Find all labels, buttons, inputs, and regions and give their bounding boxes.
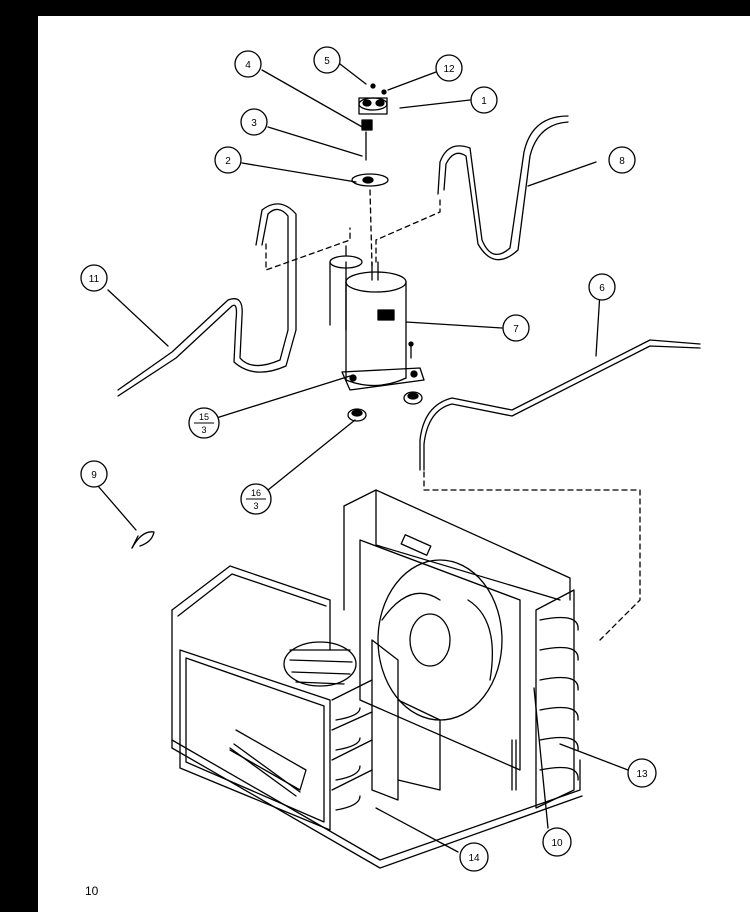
wire-tie xyxy=(131,531,155,549)
svg-text:8: 8 xyxy=(619,156,625,167)
page-number: 10 xyxy=(85,884,99,898)
svg-text:1: 1 xyxy=(481,96,487,107)
compressor-grommets xyxy=(347,391,423,422)
callout-1: 1 xyxy=(470,86,498,114)
svg-text:3: 3 xyxy=(253,501,258,511)
callout-11: 11 xyxy=(80,264,108,292)
svg-text:3: 3 xyxy=(251,118,257,129)
svg-text:6: 6 xyxy=(599,283,605,294)
callout-3: 3 xyxy=(240,108,268,136)
svg-text:14: 14 xyxy=(468,853,480,864)
callouts: 1 2 3 4 5 6 7 8 xyxy=(80,46,657,872)
svg-text:10: 10 xyxy=(551,838,563,849)
callout-13: 13 xyxy=(627,758,657,788)
callout-4: 4 xyxy=(234,50,262,78)
callout-15-fraction: 15 3 xyxy=(188,407,220,439)
grommet-stack xyxy=(351,83,389,187)
compressor xyxy=(329,245,425,391)
callout-16-fraction: 16 3 xyxy=(240,483,272,515)
svg-text:5: 5 xyxy=(324,56,330,67)
svg-text:7: 7 xyxy=(513,324,519,335)
callout-7: 7 xyxy=(502,314,530,342)
callout-9: 9 xyxy=(80,460,108,488)
discharge-tube xyxy=(375,115,569,263)
callout-8: 8 xyxy=(608,146,636,174)
svg-text:2: 2 xyxy=(225,156,231,167)
svg-text:12: 12 xyxy=(443,64,455,75)
svg-text:3: 3 xyxy=(201,425,206,435)
callout-6: 6 xyxy=(588,273,616,301)
chassis xyxy=(171,489,583,869)
callout-5: 5 xyxy=(313,46,341,74)
callout-14: 14 xyxy=(459,842,489,872)
capillary-tube xyxy=(419,339,701,641)
callout-10: 10 xyxy=(542,827,572,857)
svg-text:15: 15 xyxy=(199,412,209,422)
leader-lines xyxy=(97,63,629,853)
callout-12: 12 xyxy=(435,54,463,82)
svg-text:11: 11 xyxy=(89,274,100,285)
svg-text:4: 4 xyxy=(245,60,251,71)
svg-text:13: 13 xyxy=(636,769,648,780)
svg-text:16: 16 xyxy=(251,488,261,498)
suction-tube xyxy=(117,203,351,397)
svg-text:9: 9 xyxy=(91,470,97,481)
callout-2: 2 xyxy=(214,146,242,174)
